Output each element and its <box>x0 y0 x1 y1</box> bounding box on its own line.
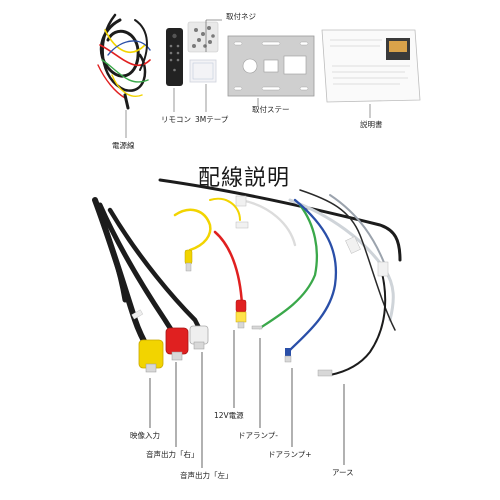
rca-yellow-plug <box>138 339 164 373</box>
power-cable-label: 電源線 <box>112 141 135 150</box>
power-12v-label: 12V電源 <box>214 411 244 420</box>
wiring-title: 配線説明 <box>198 166 291 191</box>
wiring-harness <box>92 178 402 376</box>
connectors <box>131 195 389 377</box>
audio-left-label: 音声出力「左」 <box>180 471 233 480</box>
remote-label: リモコン <box>161 115 191 124</box>
tape-sheet <box>189 59 217 83</box>
instruction-manual <box>321 29 421 103</box>
rca-red-plug <box>165 327 189 361</box>
power-cable-bundle <box>97 13 151 110</box>
rca-white-plug <box>189 325 209 350</box>
tape-label: 3Mテープ <box>195 115 229 124</box>
mounting-bracket <box>227 35 315 97</box>
remote-control <box>166 28 183 86</box>
ground-label: アース <box>332 468 354 477</box>
door-lamp-minus-label: ドアランプ- <box>238 431 278 440</box>
screw-label: 取付ネジ <box>226 12 256 21</box>
screw-bag <box>187 21 219 53</box>
audio-right-label: 音声出力「右」 <box>146 450 199 459</box>
door-lamp-plus-label: ドアランプ+ <box>268 450 312 459</box>
video-input-label: 映像入力 <box>130 431 160 440</box>
bracket-label: 取付ステー <box>252 105 290 114</box>
top-pointer-lines <box>125 19 371 138</box>
manual-label: 説明書 <box>360 120 383 129</box>
bottom-pointer-lines <box>149 330 345 468</box>
